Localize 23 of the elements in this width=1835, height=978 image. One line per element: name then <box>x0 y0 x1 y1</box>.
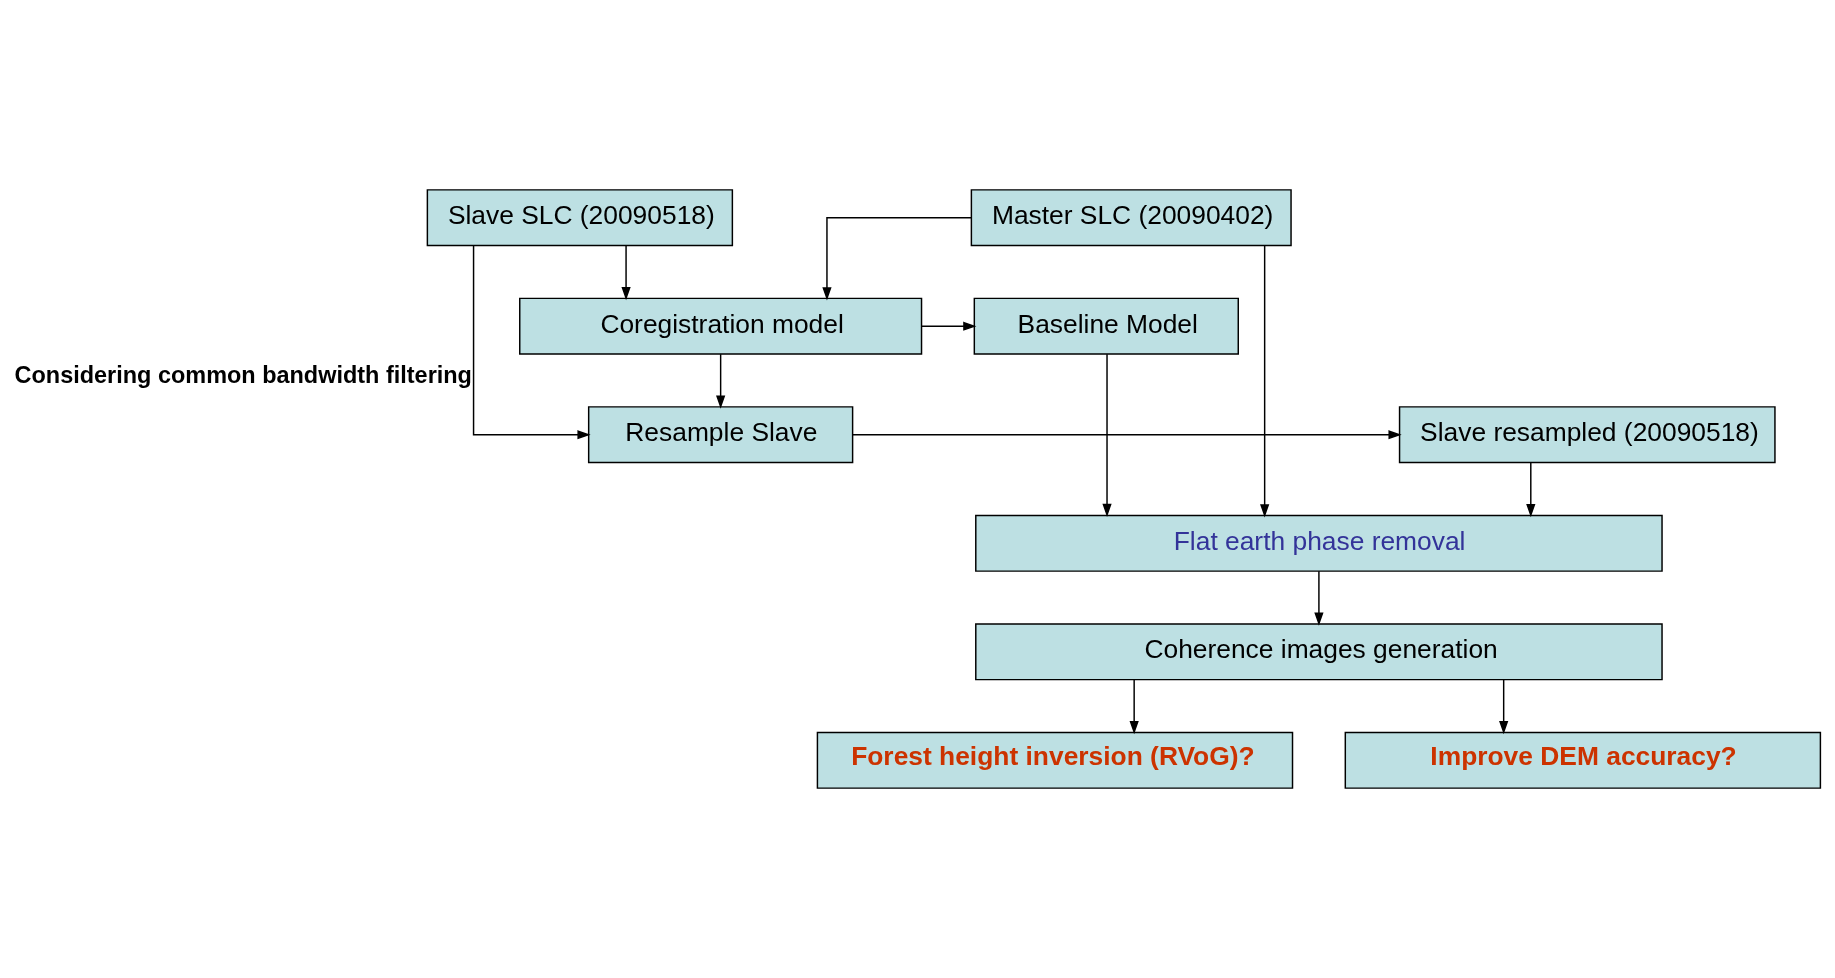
edge-label: Considering common bandwidth filtering <box>14 362 472 389</box>
arrow <box>472 244 591 440</box>
arrow <box>921 321 977 331</box>
arrow <box>1260 245 1270 518</box>
node-box: Forest height inversion (RVoG)? <box>816 731 1294 789</box>
node-box: Master SLC (20090402) <box>970 189 1292 247</box>
arrow <box>621 244 631 301</box>
node-box: Slave resampled (20090518) <box>1398 406 1776 464</box>
node-box: Improve DEM accuracy? <box>1344 731 1822 789</box>
node-box: Slave SLC (20090518) <box>426 189 734 247</box>
arrow <box>852 430 1402 440</box>
node-box: Baseline Model <box>973 297 1239 355</box>
arrow <box>1499 678 1509 735</box>
arrow <box>1314 570 1324 626</box>
arrow <box>1129 678 1139 735</box>
arrow <box>1526 461 1536 518</box>
node-box: Coregistration model <box>519 297 923 355</box>
arrow <box>716 353 726 409</box>
node-box: Resample Slave <box>587 406 854 464</box>
arrow <box>822 217 972 301</box>
node-box: Coherence images generation <box>975 623 1663 681</box>
node-box: Flat earth phase removal <box>975 514 1663 572</box>
arrow <box>1102 353 1112 517</box>
